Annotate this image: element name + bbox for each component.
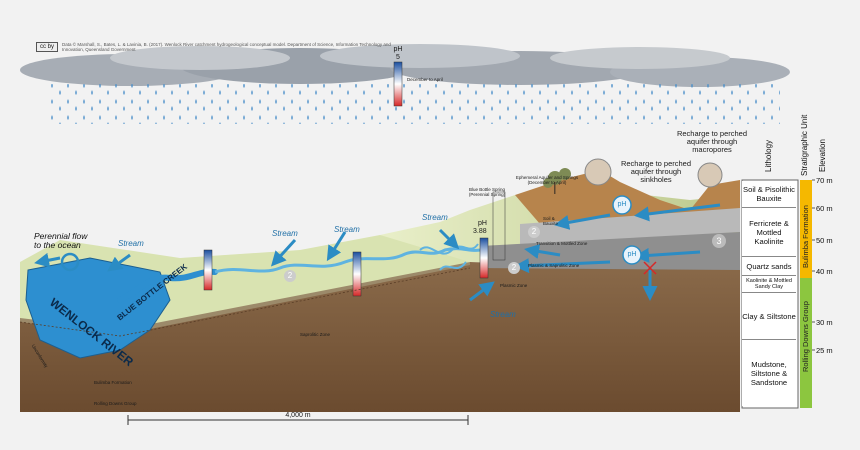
recharge-macropores-label: Recharge to perched aquifer through macr…	[676, 129, 748, 154]
elevation-60: 60 m	[816, 204, 833, 213]
citation: Data © Marshall, S., Bates, L. & Lavinia…	[62, 42, 391, 52]
ph-bubble-text-2: pH	[627, 251, 637, 258]
marker-2-scarp: 2	[528, 226, 540, 238]
lithology-row-6: Mudstone, Siltstone & Sandstone	[742, 340, 796, 406]
recharge-sinkholes-label: Recharge to perched aquifer through sink…	[620, 159, 692, 184]
sinkhole-zoom	[584, 158, 612, 186]
saprolitic-zone-label: Saprolitic Zone	[300, 332, 331, 337]
ph-scale-spring	[479, 237, 489, 279]
stratigraphic-unit-header: Stratigraphic Unit	[800, 114, 809, 176]
blue-bottle-creek	[117, 268, 218, 303]
strat-upper-label: Bulimba Formation	[801, 205, 810, 268]
ph-bubble-deep	[622, 245, 642, 265]
ph-spring-value: 3.88	[473, 228, 487, 235]
no-flow-marker	[643, 261, 657, 275]
marker-2-spring: 2	[508, 262, 520, 274]
lithology-row-1: Soil & Pisolithic Bauxite	[742, 181, 796, 208]
vegetation	[543, 168, 571, 194]
blue-bottle-spring-label: Blue Bottle Spring (Perennial Spring)	[468, 187, 506, 197]
elevation-70: 70 m	[816, 176, 833, 185]
scale-bar-line	[127, 415, 469, 425]
stream-channels-braided	[419, 243, 479, 271]
ph-bubble-perched	[612, 195, 632, 215]
lithology-header: Lithology	[764, 139, 773, 172]
bedrock-layer	[20, 262, 740, 412]
scale-bar-label: 4,000 m	[285, 412, 311, 419]
stream-label-1: Stream	[118, 239, 144, 248]
license-badge: cc by	[36, 42, 59, 53]
stream-label-5: Stream	[490, 310, 516, 319]
elevation-ticks	[812, 179, 815, 351]
stream-channels	[214, 247, 481, 274]
perennial-flow-label: Perennial flow to the ocean	[34, 231, 88, 250]
strat-lower-band	[800, 278, 812, 408]
stream-label-2: Stream	[272, 229, 298, 238]
ph-bubble-text-1: pH	[617, 201, 627, 208]
ph-rain-scale	[393, 61, 403, 107]
ephemeral-aquifer-label: Ephemeral Aquifer and Springs (December …	[515, 175, 579, 185]
rain-clouds	[20, 44, 790, 87]
lithology-row-5: Clay & Siltstone	[742, 293, 796, 340]
ph-rain-period: December to April	[407, 77, 443, 82]
wenlock-river-water	[25, 257, 171, 359]
marker-2-valley: 2	[284, 270, 296, 282]
transition-zone-label: Transition & Mottled Zone	[536, 241, 588, 246]
ph-scale-valley-2	[352, 251, 362, 297]
lithology-row-3: Quartz sands	[742, 257, 796, 276]
stream-label-4: Stream	[422, 213, 448, 222]
elevation-50: 50 m	[816, 236, 833, 245]
ocean-cycle-icon	[60, 252, 80, 272]
ph-rain-value: 5	[396, 54, 400, 61]
ph-scale-valley-1	[203, 249, 213, 291]
ph-rain-label: pH	[393, 46, 403, 53]
elevation-40: 40 m	[816, 267, 833, 276]
rolling-downs-label: Rolling Downs Group	[94, 401, 137, 406]
marker-3: 3	[712, 234, 726, 248]
ph-spring-label: pH	[478, 220, 487, 227]
elevation-25: 25 m	[816, 346, 833, 355]
elevation-header: Elevation	[818, 139, 827, 172]
macropore-zoom	[697, 162, 723, 188]
lithology-row-2: Ferricrete & Mottled Kaolinite	[742, 208, 796, 257]
lithology-row-4: Kaolinite & Mottled Sandy Clay	[742, 276, 796, 293]
soil-bauxite-label: Soil & Bauxite	[543, 216, 559, 226]
plasmic-zone	[480, 232, 740, 270]
elevation-30: 30 m	[816, 318, 833, 327]
bulimba-formation-label: Bulimba Formation	[94, 380, 132, 385]
strat-lower-label: Rolling Downs Group	[801, 301, 810, 372]
rainfall	[50, 84, 780, 124]
strat-upper-band	[800, 180, 812, 278]
transition-zone	[520, 208, 740, 246]
plasmic-saprolitic-label: Plasmic & Saprolitic Zone	[528, 263, 580, 268]
spring-box	[492, 191, 506, 261]
unconformity-line	[19, 267, 471, 337]
stream-label-3: Stream	[334, 225, 360, 234]
plasmic-zone-label: Plasmic Zone	[500, 283, 528, 288]
